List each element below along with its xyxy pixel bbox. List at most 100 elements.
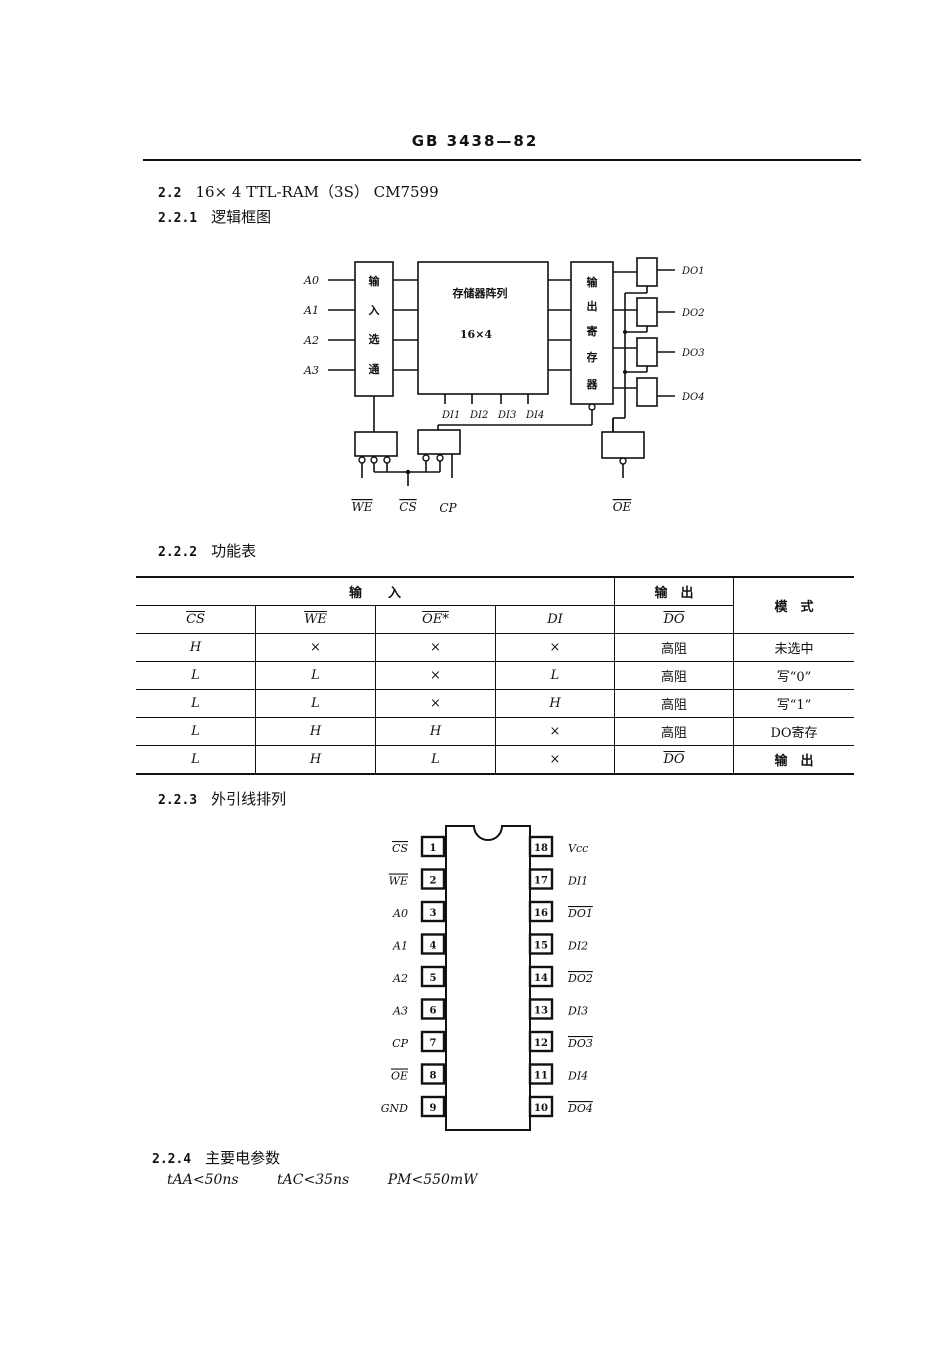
section-title: 逻辑框图 (211, 208, 272, 226)
mode-header: 模 式 (733, 576, 854, 634)
pin-label: DI3 (567, 1005, 588, 1018)
pin-label: A0 (392, 907, 408, 920)
data-input-label: DI2 (469, 410, 488, 421)
col-cs: CS (136, 605, 256, 634)
output-label: DO3 (681, 348, 705, 359)
pin-number: 12 (534, 1038, 548, 1049)
col-oe: OE* (375, 605, 496, 634)
pin-label: CS (392, 842, 408, 855)
pin-number: 2 (430, 876, 437, 887)
table-cell: L (136, 661, 256, 690)
section-2-2-2: 2.2.2 功能表 (158, 540, 256, 561)
table-cell: L (136, 689, 256, 718)
table-cell: 写“1” (733, 689, 854, 718)
table-cell: × (375, 633, 496, 662)
electrical-parameters: tAA<50ns tAC<35ns PM<550mW (167, 1172, 512, 1188)
control-label-cp: CP (439, 501, 457, 515)
input-block-char: 入 (369, 304, 380, 317)
control-label-we: WE (351, 500, 372, 514)
pin-label: DI1 (567, 875, 588, 888)
table-cell: × (495, 633, 615, 662)
col-we: WE (255, 605, 376, 634)
pin-number: 6 (430, 1006, 437, 1017)
output-label: DO4 (681, 392, 705, 403)
table-cell: × (495, 717, 615, 746)
pin-number: 10 (534, 1103, 548, 1114)
pin-label: DI4 (567, 1070, 588, 1083)
pin-box (528, 1030, 554, 1053)
pin-number: 11 (534, 1071, 548, 1082)
pin-label: GND (381, 1102, 408, 1115)
section-number: 2.2.1 (158, 211, 198, 226)
section-number: 2.2.2 (158, 545, 198, 560)
pin-box (528, 965, 554, 988)
pin-label: DO3 (567, 1037, 593, 1050)
table-column-header: CS WE OE* DI DO (136, 605, 854, 634)
memory-array-block (417, 261, 549, 395)
pin-box (420, 1030, 446, 1053)
table-cell: L (255, 689, 376, 718)
pin-label: A3 (392, 1005, 408, 1018)
param-taa: tAA<50ns (167, 1172, 239, 1188)
array-size: 16×4 (460, 328, 493, 341)
table-cell: × (495, 745, 615, 775)
pin-box (420, 1095, 446, 1118)
pin-box (528, 1063, 554, 1085)
pin-box (420, 900, 446, 923)
pin-number: 8 (430, 1071, 437, 1082)
output-block-char: 出 (587, 299, 598, 313)
data-input-label: DI1 (441, 410, 460, 421)
pin-number: 4 (430, 941, 437, 952)
table-cell: × (255, 633, 376, 662)
pin-number: 18 (534, 843, 548, 854)
control-label-cs: CS (399, 500, 416, 514)
table-cell: H (375, 717, 496, 746)
pin-box (420, 835, 446, 858)
input-label-a2: A2 (303, 334, 319, 347)
pin-number: 7 (430, 1038, 437, 1049)
pin-number: 1 (430, 843, 437, 854)
table-cell: H (255, 717, 376, 746)
table-cell: 高阻 (614, 689, 734, 718)
input-label-a0: A0 (303, 274, 319, 287)
standard-header: GB 3438—82 (411, 132, 539, 150)
table-cell: 输 出 (733, 745, 854, 775)
section-title: 功能表 (211, 542, 257, 560)
output-block-char: 寄 (587, 324, 598, 338)
function-table: 输 入 输 出 模 式 CS WE OE* DI DO H × × × 高阻 未… (136, 576, 854, 775)
pin-box (420, 965, 446, 988)
table-row: L H H × 高阻 DO寄存 (136, 717, 854, 746)
table-group-header: 输 入 输 出 模 式 (136, 576, 854, 634)
pin-box (528, 1095, 554, 1118)
col-di: DI (495, 605, 615, 634)
table-cell: L (136, 745, 256, 775)
section-number: 2.2.3 (158, 793, 198, 808)
pin-box (528, 868, 554, 890)
pin-box (420, 1063, 446, 1085)
table-cell: 未选中 (733, 633, 854, 662)
output-block-char: 器 (586, 378, 599, 391)
pin-number: 5 (430, 973, 437, 984)
table-row: L H L × DO 输 出 (136, 745, 854, 775)
control-label-oe: OE (613, 500, 632, 514)
table-cell: H (255, 745, 376, 775)
pin-number: 9 (430, 1103, 437, 1114)
table-row: H × × × 高阻 未选中 (136, 633, 854, 662)
pin-label: WE (389, 875, 408, 888)
table-row: L L × H 高阻 写“1” (136, 689, 854, 718)
table-cell: DO (614, 745, 734, 775)
pin-label: A1 (392, 940, 408, 953)
pin-label: DI2 (567, 940, 588, 953)
pin-box (528, 998, 554, 1020)
pin-box (528, 835, 554, 858)
table-cell: L (495, 661, 615, 690)
pin-box (420, 933, 446, 955)
pin-label: A2 (392, 972, 408, 985)
section-number: 2.2 (158, 186, 182, 201)
table-row: L L × L 高阻 写“0” (136, 661, 854, 690)
output-label: DO2 (681, 308, 705, 319)
